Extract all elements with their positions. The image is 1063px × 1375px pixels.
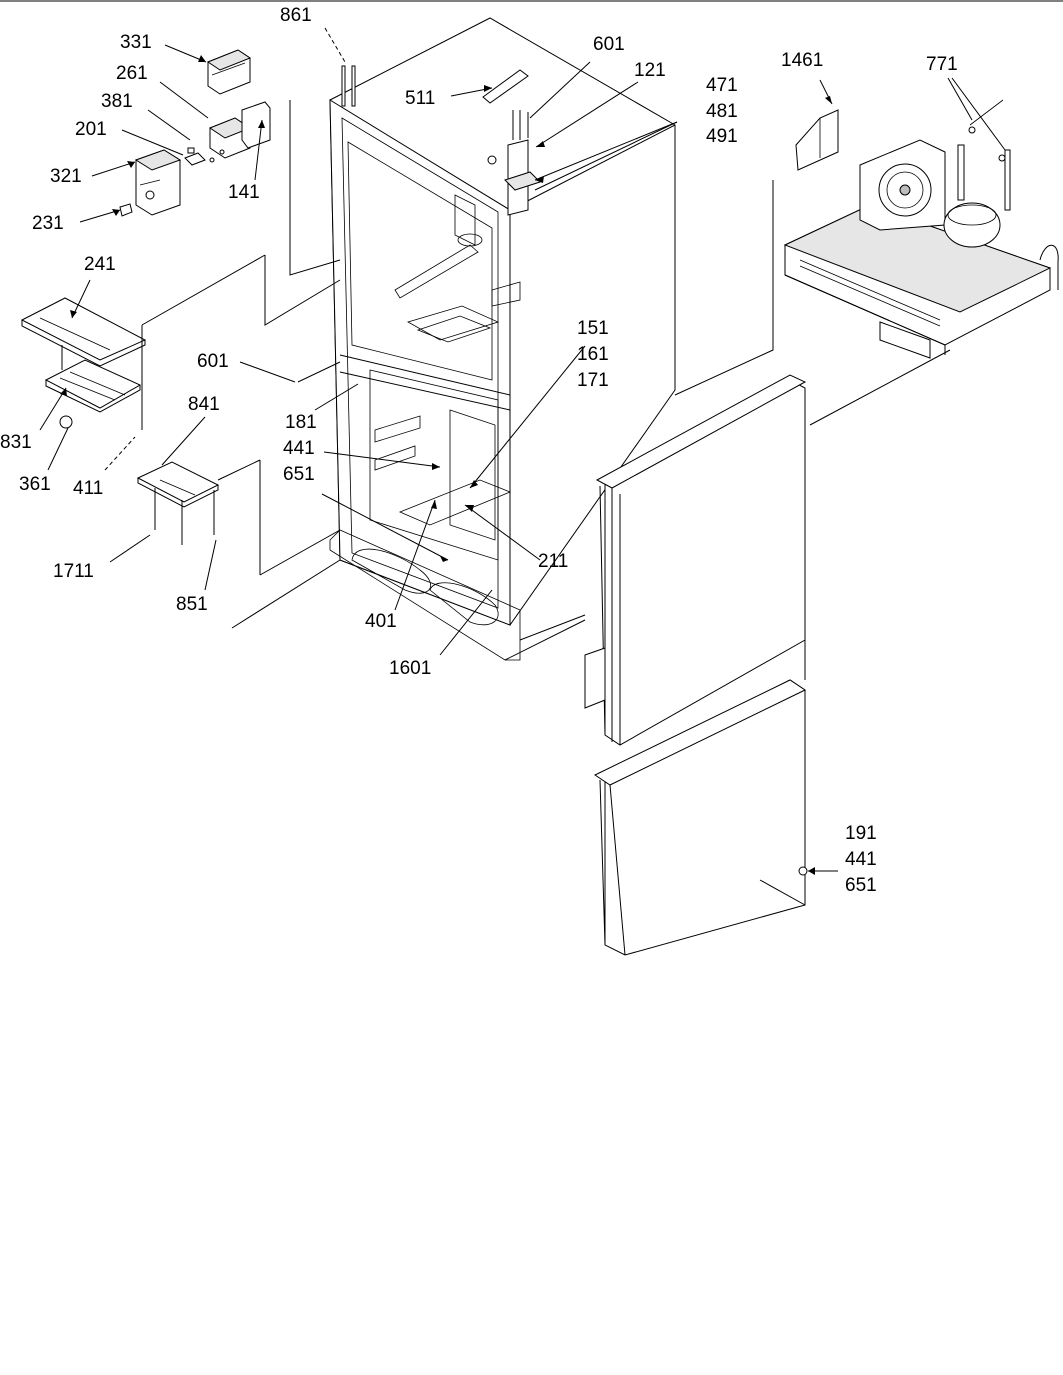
label-441-mid: 441 — [283, 438, 315, 459]
label-1601: 1601 — [389, 658, 431, 679]
label-181: 181 — [285, 412, 317, 433]
label-601-mid: 601 — [197, 351, 229, 372]
drain-tray — [44, 345, 142, 429]
label-191: 191 — [845, 823, 877, 844]
guide-lines — [141, 100, 951, 680]
mounting-bracket — [136, 461, 220, 545]
cover-box — [206, 49, 252, 95]
part-labels: 861 331 261 381 201 321 231 141 601 121 … — [0, 5, 958, 896]
label-841: 841 — [188, 394, 220, 415]
label-411: 411 — [73, 478, 103, 499]
label-231: 231 — [32, 213, 64, 234]
label-861: 861 — [280, 5, 312, 26]
label-121: 121 — [634, 60, 666, 81]
label-601-top: 601 — [593, 34, 625, 55]
label-471: 471 — [706, 75, 738, 96]
label-831: 831 — [0, 432, 32, 453]
arrowheads — [60, 55, 832, 875]
freezer-door-upper — [584, 374, 807, 746]
label-331: 331 — [120, 32, 152, 53]
label-491: 491 — [706, 126, 738, 147]
label-1461: 1461 — [781, 50, 823, 71]
label-211: 211 — [538, 551, 568, 572]
evaporator-cover-bracket — [20, 297, 147, 367]
label-481: 481 — [706, 101, 738, 122]
label-241: 241 — [84, 254, 116, 275]
label-201: 201 — [75, 119, 107, 140]
label-321: 321 — [50, 166, 82, 187]
compressor-assembly — [783, 99, 1059, 359]
freezer-door-lower — [593, 679, 808, 956]
cabinet — [329, 17, 676, 661]
label-441-door: 441 — [845, 849, 877, 870]
label-361: 361 — [19, 474, 51, 495]
label-381: 381 — [101, 91, 133, 112]
label-161: 161 — [577, 344, 609, 365]
label-151: 151 — [577, 318, 609, 339]
label-261: 261 — [116, 63, 148, 84]
label-651-mid: 651 — [283, 464, 315, 485]
control-housing — [119, 149, 182, 217]
leader-lines — [39, 27, 1006, 872]
label-511: 511 — [405, 88, 435, 109]
thermostat-parts — [184, 101, 271, 166]
cover-panel — [795, 109, 839, 171]
label-171: 171 — [577, 370, 609, 391]
label-651-door: 651 — [845, 875, 877, 896]
label-141: 141 — [228, 182, 260, 203]
label-851: 851 — [176, 594, 208, 615]
label-1711: 1711 — [53, 561, 94, 582]
label-401: 401 — [365, 611, 397, 632]
label-771: 771 — [926, 54, 958, 75]
